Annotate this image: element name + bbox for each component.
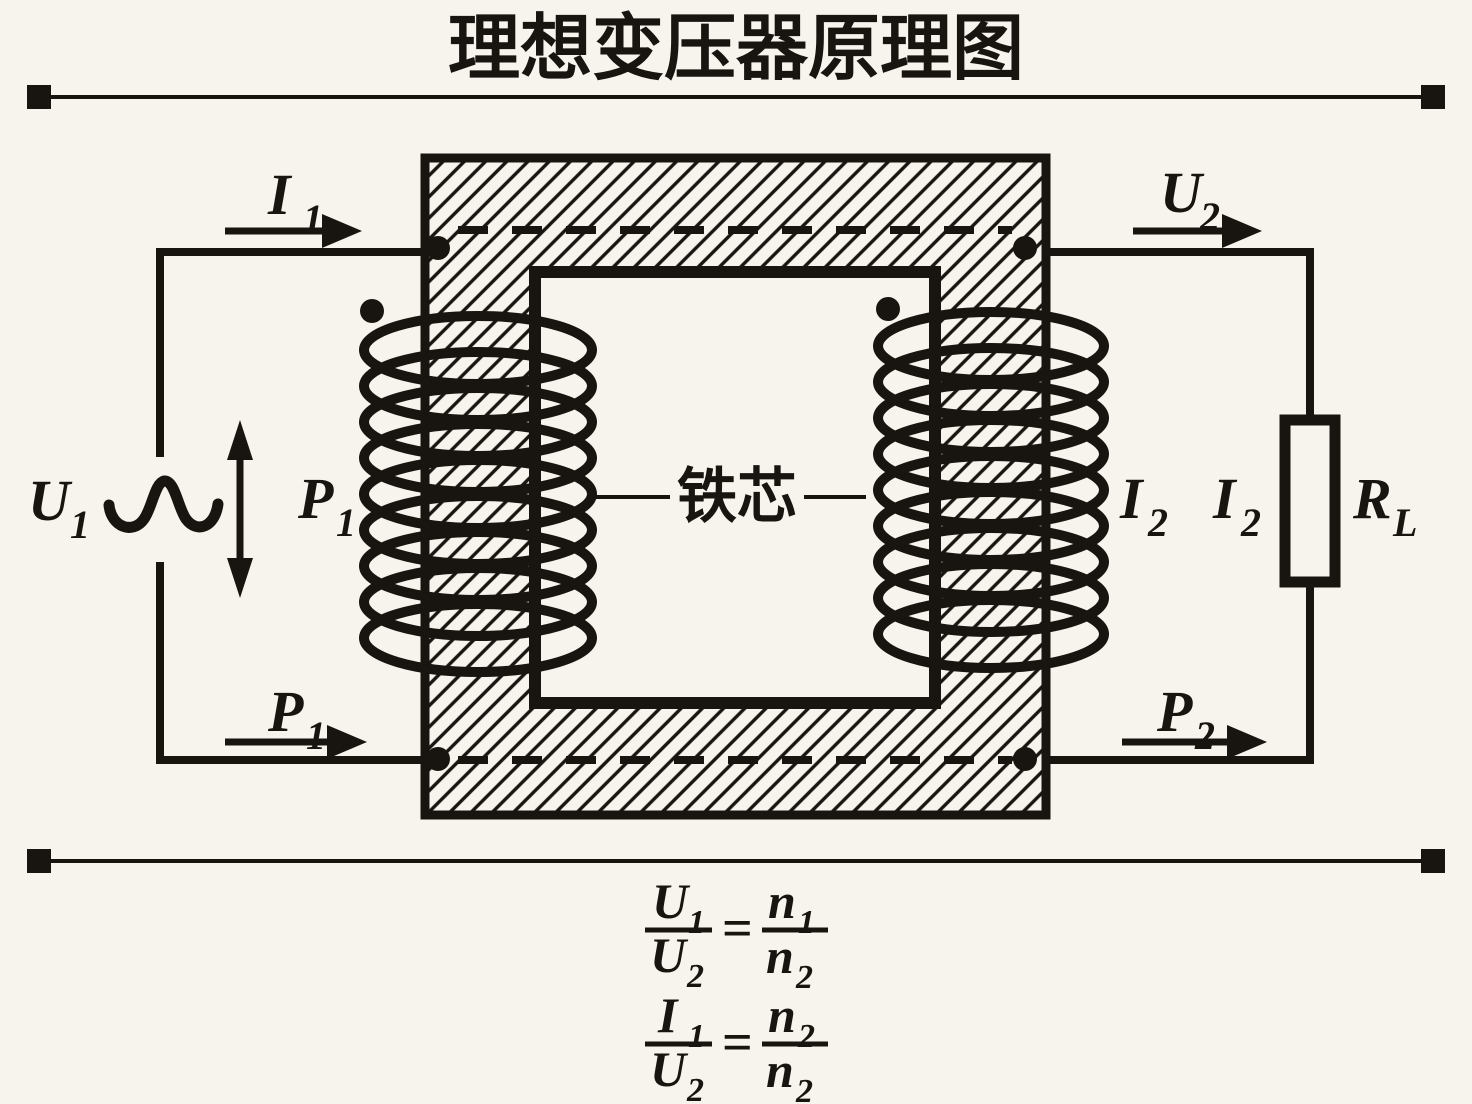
polarity-dot	[426, 236, 450, 260]
page-title: 理想变压器原理图	[448, 9, 1024, 89]
f2-rhs-den-subscript: 2	[795, 1073, 813, 1104]
label-p2-group: P 2	[1122, 679, 1267, 759]
f1-rhs-num-subscript: 1	[798, 904, 815, 941]
f2-lhs-den-subscript: 2	[686, 1072, 704, 1104]
f1-lhs-den-subscript: 2	[686, 958, 704, 995]
polarity-dot	[1013, 236, 1037, 260]
f2-rhs-num-subscript: 2	[797, 1018, 815, 1055]
label-i2-wire: I	[1212, 466, 1238, 531]
primary-wire-top	[156, 248, 425, 457]
secondary-wire-bottom	[1046, 581, 1314, 764]
coil-turn	[873, 559, 1109, 637]
polarity-dot	[426, 747, 450, 771]
label-i2-coil-subscript: 2	[1147, 500, 1168, 545]
top-rule-right-endpoint	[1421, 85, 1445, 109]
top-rule-left-endpoint	[27, 85, 51, 109]
formula-voltage-ratio: U 1 U 2 = n 1 n 2	[645, 873, 828, 996]
i1-arrow-head	[322, 214, 362, 248]
label-u2: U	[1160, 160, 1205, 225]
primary-wire-bottom	[156, 562, 425, 764]
label-u1-group: U 1	[28, 468, 90, 547]
label-p1-wire: P	[267, 679, 304, 744]
f2-equals-sign: =	[722, 1012, 753, 1072]
label-p1-wire-subscript: 1	[306, 713, 326, 758]
label-u1-subscript: 1	[70, 502, 90, 547]
label-rl: R	[1352, 466, 1392, 531]
core-label-group: 铁芯	[594, 464, 866, 530]
f1-rhs-den: n	[766, 928, 794, 984]
polarity-dot	[1013, 747, 1037, 771]
f2-lhs-den: U	[650, 1041, 689, 1097]
label-i2-wire-subscript: 2	[1240, 500, 1261, 545]
u2-arrow-head	[1222, 214, 1262, 248]
label-i1: I	[267, 162, 293, 227]
double-arrow-up-head	[227, 420, 253, 460]
f1-lhs-num-subscript: 1	[688, 904, 705, 941]
bottom-rule-right-endpoint	[1421, 849, 1445, 873]
p1-arrow-head	[327, 725, 367, 759]
label-i2-coil-group: I 2	[1119, 466, 1168, 545]
label-u2-group: U 2	[1133, 160, 1262, 248]
label-rl-subscript: L	[1392, 500, 1417, 545]
f2-rhs-den: n	[766, 1042, 794, 1098]
label-i1-group: I 1	[225, 162, 362, 248]
core-label: 铁芯	[677, 464, 797, 530]
double-arrow-down-head	[227, 558, 253, 598]
p2-arrow-head	[1227, 725, 1267, 759]
label-p1-coil-subscript: 1	[336, 500, 356, 545]
coil-turn	[359, 563, 597, 641]
label-i2-wire-group: I 2	[1212, 466, 1261, 545]
polarity-dot	[360, 299, 384, 323]
double-headed-arrow-icon	[227, 420, 253, 598]
load-resistor	[1279, 414, 1341, 588]
f1-equals-sign: =	[722, 898, 753, 958]
secondary-wire-top	[1046, 248, 1314, 421]
secondary-coil	[873, 307, 1109, 673]
bottom-rule-left-endpoint	[27, 849, 51, 873]
coil-turn	[873, 595, 1109, 673]
f2-lhs-num-subscript: 1	[688, 1018, 705, 1055]
f1-lhs-den: U	[650, 927, 689, 983]
polarity-dot	[876, 297, 900, 321]
primary-coil	[359, 311, 597, 677]
f1-rhs-den-subscript: 2	[795, 959, 813, 996]
bottom-rule	[27, 849, 1445, 873]
f2-lhs-num: I	[657, 987, 679, 1043]
f1-rhs-num: n	[768, 873, 796, 929]
coil-turn	[359, 599, 597, 677]
label-rl-group: R L	[1352, 466, 1417, 545]
f2-rhs-num: n	[768, 987, 796, 1043]
f1-lhs-num: U	[652, 873, 691, 929]
ac-sine-wave-icon	[103, 475, 224, 533]
top-rule	[27, 85, 1445, 109]
label-p2: P	[1156, 679, 1193, 744]
formula-current-ratio: I 1 U 2 = n 2 n 2	[645, 987, 828, 1104]
label-p2-subscript: 2	[1194, 713, 1215, 758]
label-p1-coil-group: P 1	[297, 466, 356, 545]
label-p1-coil: P	[297, 466, 334, 531]
label-i2-coil: I	[1119, 466, 1145, 531]
label-u1: U	[28, 468, 73, 533]
label-p1-wire-group: P 1	[225, 679, 367, 759]
